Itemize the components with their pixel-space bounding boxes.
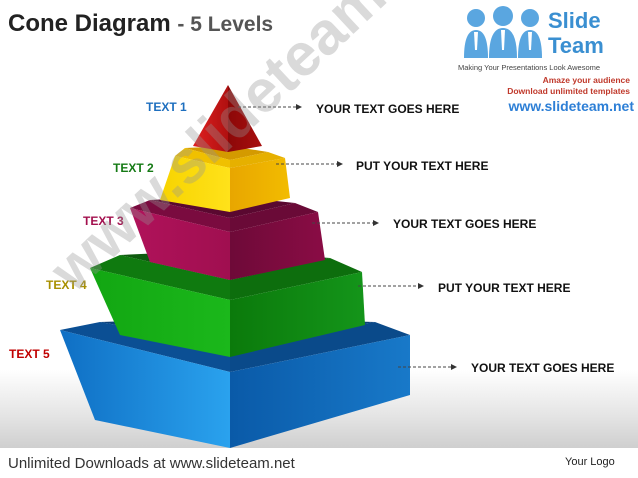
logo-amaze-line: Amaze your audience — [542, 75, 630, 85]
level-1-segment — [60, 318, 410, 448]
level-4-label: TEXT 2 — [113, 161, 154, 175]
callout-level-5: YOUR TEXT GOES HERE — [316, 102, 460, 116]
people-group-icon — [464, 6, 542, 58]
logo-name-line1: Slide — [548, 8, 601, 33]
logo-url: www.slideteam.net — [508, 98, 634, 114]
footer-band — [0, 448, 638, 478]
level-5-segment — [193, 85, 262, 152]
your-logo-placeholder: Your Logo — [565, 456, 615, 468]
title-main: Cone Diagram — [8, 10, 171, 37]
logo-name-line2: Team — [548, 33, 604, 58]
callout-level-1: YOUR TEXT GOES HERE — [471, 361, 615, 375]
level-4-segment — [160, 146, 290, 212]
level-3-label: TEXT 3 — [83, 214, 124, 228]
level-2-label: TEXT 4 — [46, 278, 87, 292]
title-subtitle: - 5 Levels — [177, 13, 274, 36]
slideteam-logo: Slide Team Making Your Presentations Loo… — [456, 4, 636, 116]
connector-arrowheads — [296, 104, 457, 370]
callout-level-4: PUT YOUR TEXT HERE — [356, 159, 489, 173]
connector-lines — [238, 106, 451, 368]
callout-level-2: PUT YOUR TEXT HERE — [438, 281, 571, 295]
page-title: Cone Diagram - 5 Levels — [8, 10, 273, 38]
level-5-label: TEXT 1 — [146, 100, 187, 114]
logo-download-line: Download unlimited templates — [507, 86, 630, 96]
callout-level-3: YOUR TEXT GOES HERE — [393, 217, 537, 231]
level-1-label: TEXT 5 — [9, 347, 50, 361]
logo-tagline: Making Your Presentations Look Awesome — [458, 63, 601, 72]
footer-downloads-text: Unlimited Downloads at www.slideteam.net — [8, 455, 295, 472]
logo-name: Slide Team — [548, 8, 604, 58]
